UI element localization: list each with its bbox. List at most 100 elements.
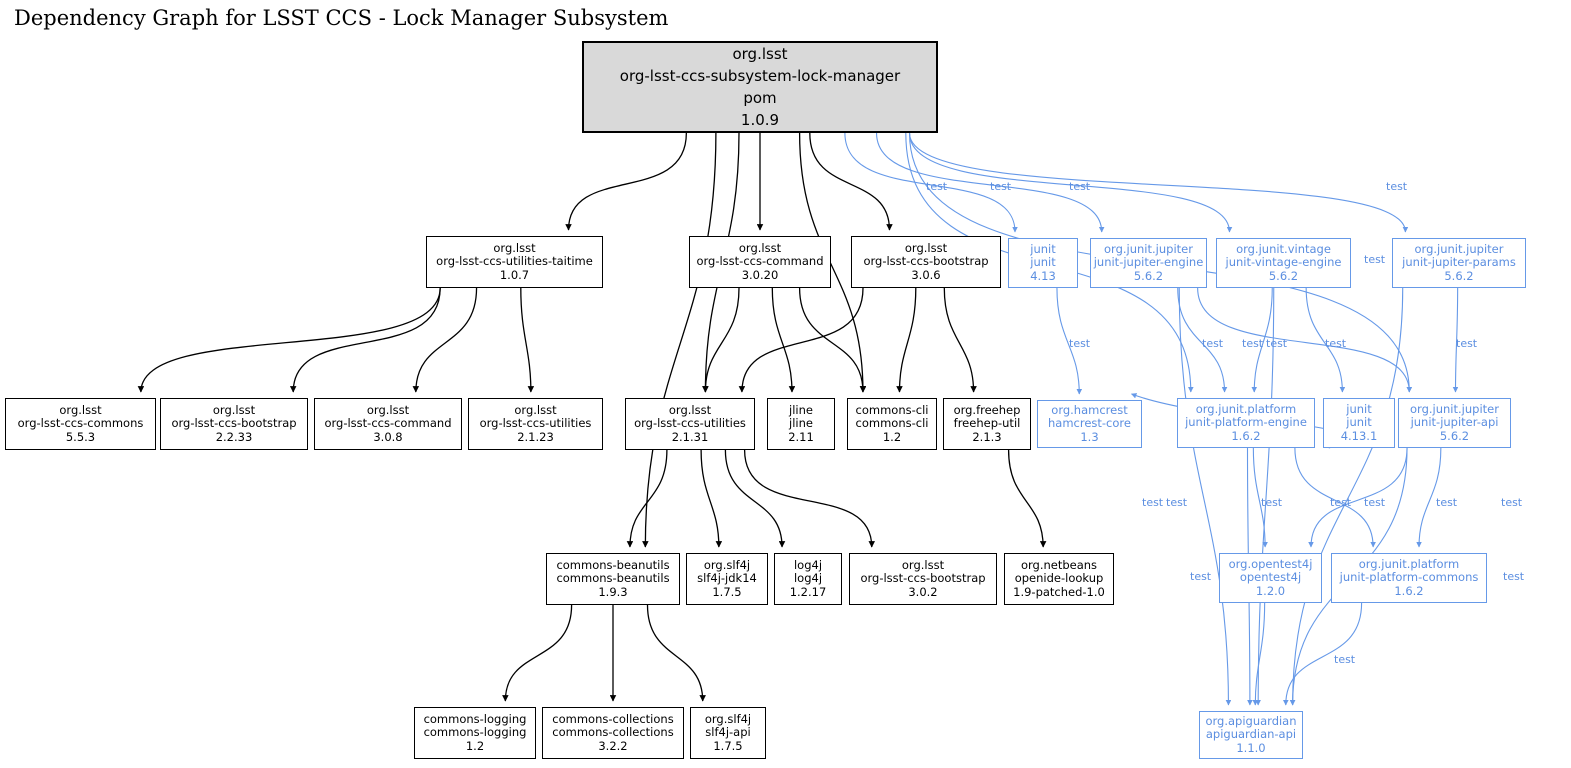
edge-scope-label: test bbox=[1334, 653, 1356, 666]
node-version: 1.2.0 bbox=[1255, 583, 1286, 598]
node-group-id: org.slf4j bbox=[703, 557, 751, 572]
edge-scope-label: test bbox=[990, 180, 1012, 193]
node-group-id: org.junit.jupiter bbox=[1414, 241, 1504, 256]
node-artifact-id: org-lsst-ccs-utilities bbox=[479, 416, 592, 431]
node-version: 4.13.1 bbox=[1340, 428, 1378, 443]
node-version: 1.7.5 bbox=[713, 738, 743, 753]
edge-scope-label: test bbox=[1069, 180, 1091, 193]
edge-ccs-utilities-2131-to-commons-beanutils bbox=[626, 449, 668, 548]
node-version: 2.1.31 bbox=[671, 429, 709, 444]
node-group-id: org.hamcrest bbox=[1051, 402, 1128, 417]
edge-commons-beanutils-to-slf4j-api bbox=[646, 604, 706, 702]
edge-scope-label: test bbox=[1364, 253, 1386, 266]
edge-scope-label: test bbox=[1242, 337, 1264, 350]
node-artifact-id: opentest4j bbox=[1239, 570, 1302, 585]
node-group-id: org.lsst bbox=[366, 402, 410, 417]
edge-jupiter-api-to-opentest4j bbox=[1308, 447, 1408, 548]
node-artifact-id: org-lsst-ccs-utilities-taitime bbox=[436, 254, 593, 269]
node-version: 1.2 bbox=[465, 738, 485, 753]
edge-taitime-to-ccs-utilities-2123 bbox=[520, 287, 535, 393]
node-artifact-id: log4j bbox=[793, 571, 823, 586]
node-version: 3.0.6 bbox=[911, 267, 941, 282]
node-version: 5.5.3 bbox=[65, 429, 96, 444]
edge-scope-label: test bbox=[1142, 496, 1164, 509]
edge-root-to-taitime bbox=[565, 132, 687, 231]
edge-jupiter-engine-to-jupiter-api bbox=[1197, 287, 1413, 393]
node-version: 4.13 bbox=[1030, 268, 1056, 283]
edge-root-to-commons-beanutils bbox=[642, 132, 717, 548]
node-version: 1.6.2 bbox=[1231, 428, 1261, 443]
node-group-id: org.junit.platform bbox=[1195, 401, 1297, 416]
node-version: 5.6.2 bbox=[1439, 428, 1470, 443]
node-artifact-id: junit-platform-commons bbox=[1339, 570, 1479, 585]
edge-scope-label: test bbox=[1261, 496, 1283, 509]
node-group-id: log4j bbox=[793, 557, 823, 572]
edge-scope-label: test bbox=[1325, 337, 1347, 350]
edge-root-to-ccs-bootstrap-306 bbox=[809, 132, 893, 231]
node-version: 5.6.2 bbox=[1268, 268, 1299, 283]
edge-root-to-jupiter-params bbox=[908, 132, 1409, 233]
node-group-id: org.lsst bbox=[668, 402, 712, 417]
node-group-id: org.junit.platform bbox=[1358, 556, 1460, 571]
node-group-id: jline bbox=[789, 402, 813, 417]
node-version: 1.9.3 bbox=[598, 584, 628, 599]
edge-ccs-utilities-2131-to-ccs-bootstrap-302 bbox=[743, 449, 875, 548]
node-artifact-id: junit-vintage-engine bbox=[1225, 255, 1342, 270]
node-version: 1.3 bbox=[1080, 429, 1099, 444]
edge-scope-label: test bbox=[1202, 337, 1224, 350]
node-group-id: org.junit.vintage bbox=[1236, 241, 1331, 256]
edge-ccs-bootstrap-306-to-commons-cli bbox=[896, 287, 917, 393]
edge-scope-label: test bbox=[1501, 496, 1523, 509]
edge-taitime-to-ccs-bootstrap-2233 bbox=[289, 287, 441, 393]
node-group-id: org.opentest4j bbox=[1228, 556, 1313, 571]
edge-scope-label: test bbox=[1069, 337, 1091, 350]
node-version: 1.2 bbox=[882, 429, 902, 444]
node-artifact-id: slf4j-api bbox=[705, 725, 751, 740]
node-version: 5.6.2 bbox=[1133, 268, 1164, 283]
node-artifact-id: jline bbox=[789, 416, 813, 431]
node-artifact-id: commons-collections bbox=[552, 725, 674, 740]
node-artifact-id: apiguardian-api bbox=[1205, 727, 1297, 742]
node-artifact-id: hamcrest-core bbox=[1048, 416, 1131, 431]
node-version: 1.2.17 bbox=[789, 584, 827, 599]
node-group-id: org.freehep bbox=[953, 402, 1021, 417]
edge-ccs-bootstrap-306-to-freehep-util bbox=[943, 287, 977, 393]
node-group-id: commons-beanutils bbox=[556, 557, 670, 572]
node-group-id: org.junit.jupiter bbox=[1104, 241, 1193, 256]
node-artifact-id: junit-platform-engine bbox=[1185, 415, 1307, 430]
edge-scope-label: test bbox=[1456, 337, 1478, 350]
edge-ccs-utilities-2131-to-log4j bbox=[724, 449, 786, 548]
node-artifact-id: junit-jupiter-api bbox=[1410, 415, 1499, 430]
node-version: 2.1.23 bbox=[517, 429, 554, 444]
node-group-id: org.junit.jupiter bbox=[1410, 401, 1499, 416]
node-version: 1.9-patched-1.0 bbox=[1013, 584, 1105, 599]
node-version: 1.7.5 bbox=[712, 584, 742, 599]
edge-scope-label: test bbox=[1266, 337, 1288, 350]
node-group-id: org.lsst bbox=[904, 240, 948, 255]
node-artifact-id: slf4j-jdk14 bbox=[697, 571, 757, 586]
edge-taitime-to-ccs-command-308 bbox=[412, 287, 478, 393]
node-packaging: pom bbox=[743, 89, 777, 107]
node-artifact-id: commons-beanutils bbox=[556, 571, 670, 586]
edge-ccs-bootstrap-306-to-ccs-utilities-2131 bbox=[738, 287, 864, 393]
node-group-id: org.lsst bbox=[901, 557, 945, 572]
